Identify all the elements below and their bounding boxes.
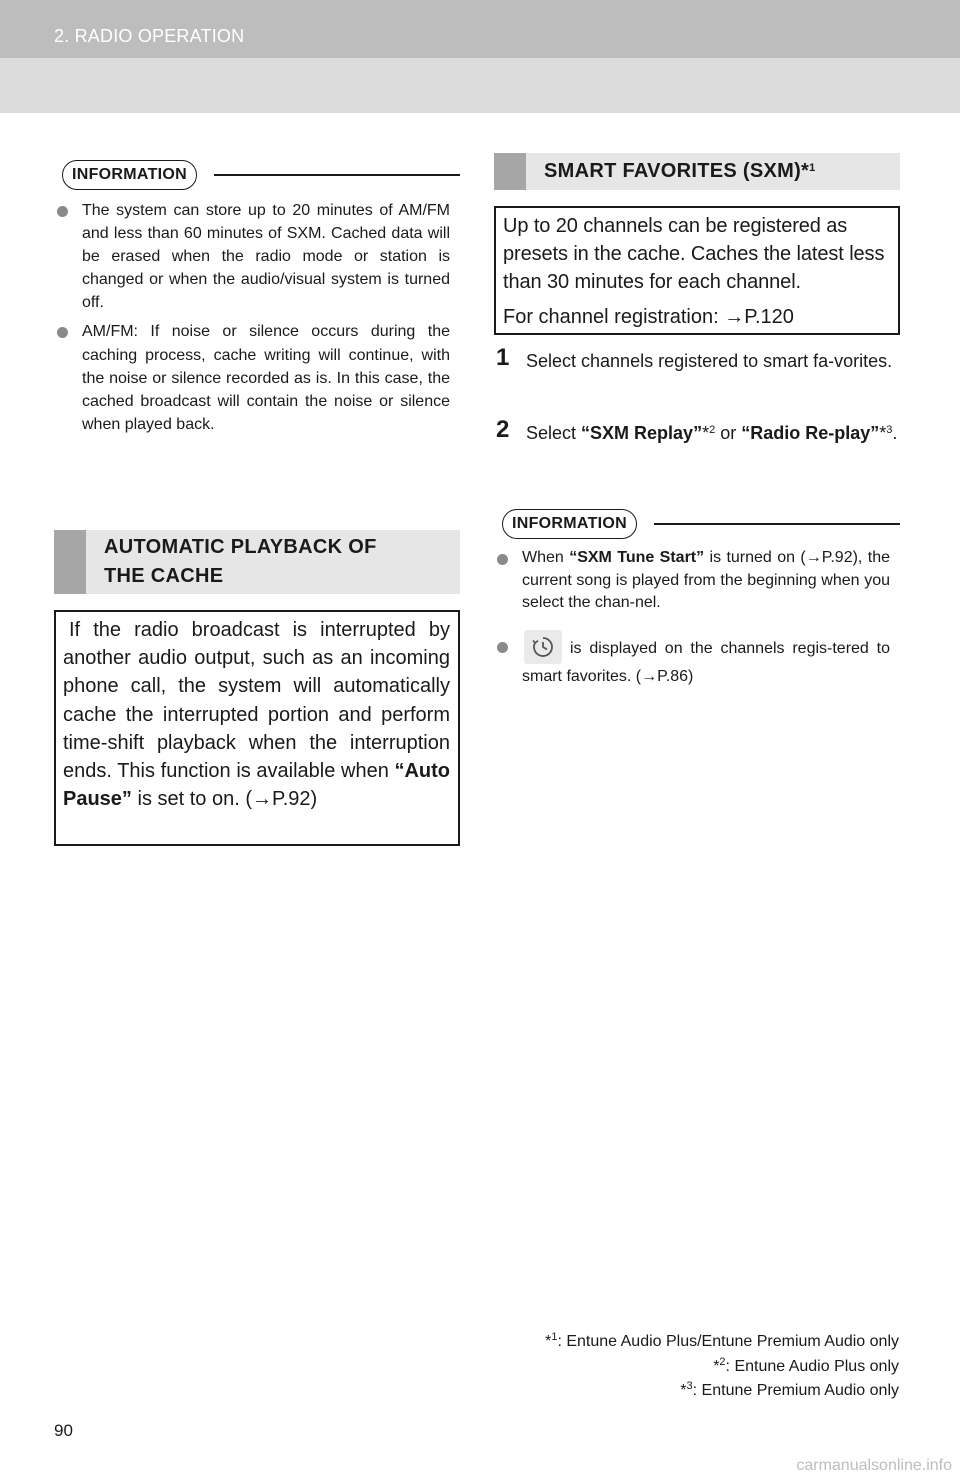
step-text: Select channels registered to smart fa-v… (526, 351, 893, 371)
info-list-left: The system can store up to 20 minutes of… (54, 199, 450, 442)
info-text: The system can store up to 20 minutes of… (82, 202, 450, 312)
clock-icon (524, 629, 562, 664)
radio-replay-label: “Radio Re-play” (741, 423, 880, 443)
info-list-right: When “SXM Tune Start” is turned on (→P.9… (494, 547, 890, 694)
bullet-dot (497, 554, 508, 565)
auto-pause-label: “Auto Pause” (63, 760, 450, 811)
info-text: AM/FM: If noise or silence occurs during… (82, 323, 450, 433)
description-tail: is set to on. (→P.92) (131, 788, 318, 811)
footnote-1: *1: Entune Audio Plus/Entune Premium Aud… (545, 1331, 899, 1351)
list-item: When “SXM Tune Start” is turned on (→P.9… (494, 547, 890, 615)
description-text: Up to 20 channels can be registered as p… (503, 215, 885, 294)
step-number: 1 (496, 344, 510, 371)
auto-playback-description-box: If the radio broadcast is interrupted by… (54, 610, 460, 846)
list-item: The system can store up to 20 minutes of… (54, 199, 450, 314)
section-banner-smart-favorites: SMART FAVORITES (SXM)*1 (494, 153, 900, 190)
footnotes: *1: Entune Audio Plus/Entune Premium Aud… (545, 1330, 899, 1404)
channel-registration-ref: For channel registration: →P.120 (503, 305, 794, 328)
info-text: is displayed on the channels regis-tered… (522, 639, 890, 685)
section-title: 2. RADIO OPERATION (54, 26, 245, 46)
banner-title-line1: AUTOMATIC PLAYBACK OF (104, 536, 377, 558)
list-item: AM/FM: If noise or silence occurs during… (54, 320, 450, 435)
info-rule-right (654, 523, 900, 525)
step-2: 2 Select “SXM Replay”*2 or “Radio Re-pla… (496, 416, 900, 449)
step-text: Select “SXM Replay”*2 or “Radio Re-play”… (526, 423, 898, 443)
banner-title-line2: THE CACHE (104, 565, 224, 587)
bullet-dot (497, 641, 508, 653)
watermark: carmanualsonline.info (796, 1457, 952, 1474)
info-tag-right: INFORMATION (502, 509, 637, 539)
description-text: If the radio broadcast is interrupted by… (63, 619, 450, 783)
page-number: 90 (54, 1421, 73, 1440)
header-strip (0, 0, 960, 58)
sxm-replay-label: “SXM Replay” (581, 423, 703, 443)
banner-title: SMART FAVORITES (SXM)*1 (544, 160, 816, 182)
section-banner-auto-playback: AUTOMATIC PLAYBACK OF THE CACHE (54, 530, 460, 594)
footnote-2: *2: Entune Audio Plus only (713, 1355, 899, 1375)
step-1: 1 Select channels registered to smart fa… (496, 344, 900, 377)
step-number: 2 (496, 416, 510, 443)
bullet-dot (57, 206, 68, 217)
footnote-3: *3: Entune Premium Audio only (680, 1380, 899, 1400)
sxm-tune-start-label: “SXM Tune Start” (569, 549, 705, 566)
info-rule-left (214, 174, 460, 176)
smart-favorites-description-box: Up to 20 channels can be registered as p… (494, 206, 900, 335)
bullet-dot (57, 327, 68, 339)
info-tag-left: INFORMATION (62, 160, 197, 190)
banner-accent (54, 530, 86, 594)
banner-accent (494, 153, 526, 190)
list-item: is displayed on the channels regis-tered… (494, 629, 890, 689)
footnote-marker: 1 (809, 162, 816, 174)
